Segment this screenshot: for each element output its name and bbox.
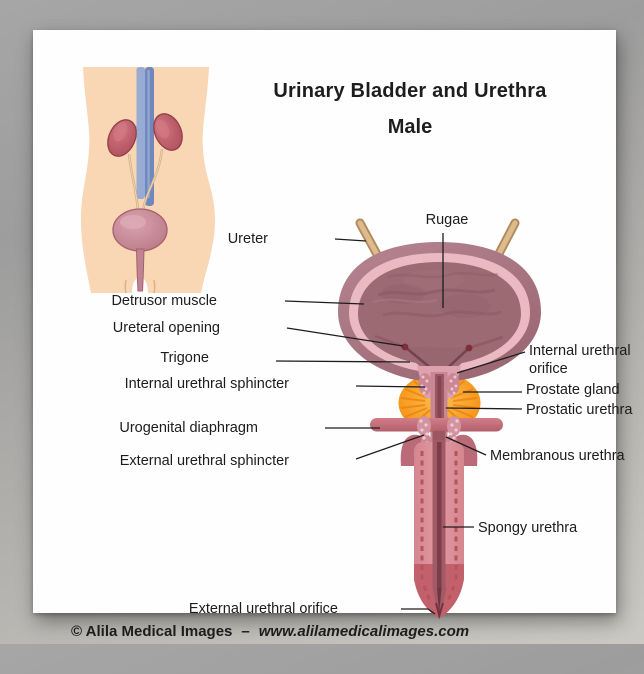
leader-ureteral-opening <box>286 327 404 347</box>
leader-ureter <box>334 238 367 242</box>
penile-shaft <box>414 440 464 620</box>
inset-urinary-system-illustration <box>81 67 215 294</box>
copyright-text: © Alila Medical Images <box>71 623 233 640</box>
credit-separator: – <box>241 623 250 640</box>
anatomy-artwork <box>81 67 541 620</box>
leader-external-urethral-sphincter <box>355 434 425 460</box>
inset-bladder <box>112 208 168 292</box>
spongy-urethra-canal <box>432 440 447 620</box>
anatomy-poster: Urinary Bladder and Urethra Male Ureter … <box>33 30 632 640</box>
label-trigone: Trigone <box>160 350 209 366</box>
inset-leg-creases <box>124 279 156 294</box>
label-external-urethral-sphincter: External urethral sphincter <box>119 453 289 469</box>
corpus-dashed-lines <box>420 451 458 602</box>
leader-internal-urethral-orifice <box>456 351 526 374</box>
leader-internal-urethral-sphincter <box>355 385 426 388</box>
credit-line: © Alila Medical Images – www.alilamedica… <box>71 623 469 640</box>
rugae-texture <box>372 270 502 318</box>
poster-subtitle: Male <box>387 116 433 138</box>
label-spongy-urethra: Spongy urethra <box>478 520 578 536</box>
label-prostate-gland: Prostate gland <box>526 382 620 398</box>
leader-prostatic-urethra <box>445 407 523 410</box>
poster-title: Urinary Bladder and Urethra <box>273 80 547 102</box>
label-ureter: Ureter <box>227 231 268 247</box>
website-url: www.alilamedicalimages.com <box>258 623 470 640</box>
leader-membranous-urethra <box>445 436 487 456</box>
leader-trigone <box>275 360 411 363</box>
label-internal-urethral-sphincter: Internal urethral sphincter <box>124 376 289 392</box>
right-ureteral-opening-dot <box>465 344 473 352</box>
left-ureteral-opening-dot <box>401 343 409 351</box>
label-detrusor-muscle: Detrusor muscle <box>111 293 217 309</box>
label-internal-urethral-orifice: Internal urethral orifice <box>529 343 631 377</box>
inset-ureters <box>127 148 164 213</box>
main-diagram <box>275 218 541 620</box>
leader-detrusor-muscle <box>284 300 365 305</box>
bladder <box>338 242 541 382</box>
label-urogenital-diaphragm: Urogenital diaphragm <box>119 420 258 436</box>
label-rugae: Rugae <box>425 212 469 228</box>
label-prostatic-urethra: Prostatic urethra <box>526 402 633 418</box>
leader-lines <box>275 233 526 615</box>
label-external-urethral-orifice: External urethral orifice <box>188 601 338 617</box>
label-membranous-urethra: Membranous urethra <box>490 448 625 464</box>
urogenital-diaphragm-bar <box>370 418 503 432</box>
internal-sphincter-dots <box>420 375 458 395</box>
inset-right-kidney <box>153 113 183 151</box>
inset-left-kidney <box>107 119 137 157</box>
label-ureteral-opening: Ureteral opening <box>112 320 220 336</box>
leader-external-urethral-orifice <box>401 608 436 615</box>
